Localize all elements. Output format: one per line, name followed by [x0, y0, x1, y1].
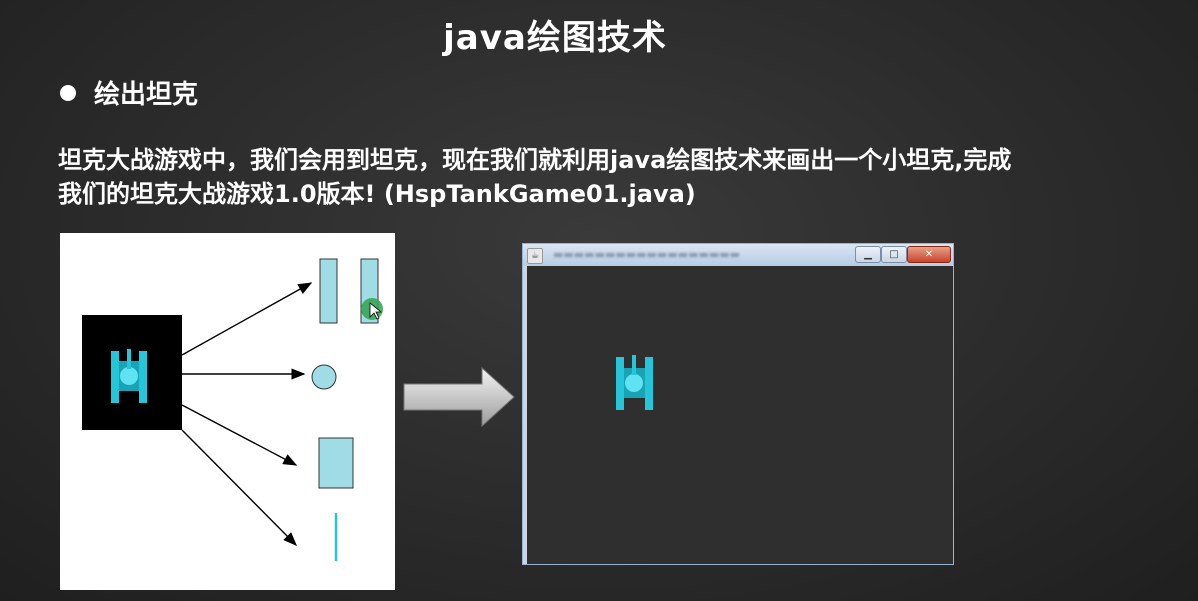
diagram-arrows — [181, 282, 313, 546]
window-title-blurred: ▬▬▬▬▬▬▬▬▬▬▬▬▬▬▬▬▬▬ — [553, 248, 741, 261]
body-rectangle-shape — [318, 437, 354, 489]
arrow-to-wheels — [181, 282, 313, 356]
tank-icon — [111, 349, 147, 403]
maximize-icon[interactable]: □ — [881, 246, 907, 263]
bullet-dot-icon — [60, 84, 76, 101]
tank-sprite-icon — [616, 355, 653, 410]
tank-game-window: ☕ ▬▬▬▬▬▬▬▬▬▬▬▬▬▬▬▬▬▬ ▁ □ ✕ — [522, 243, 954, 565]
bullet-text: 绘出坦克 — [94, 80, 199, 110]
turret-circle-shape — [311, 364, 337, 390]
big-arrow-icon — [403, 366, 515, 428]
left-wheel-shape — [319, 258, 338, 324]
slide-title: java绘图技术 — [443, 18, 667, 58]
game-canvas-svg — [616, 355, 653, 410]
minimize-icon[interactable]: ▁ — [855, 246, 881, 263]
description-line-2: 我们的坦克大战游戏1.0版本! (HspTankGame01.java) — [58, 180, 696, 208]
window-left-border — [523, 266, 527, 564]
java-app-icon[interactable]: ☕ — [527, 248, 543, 264]
diagram-canvas — [82, 258, 383, 561]
tank-decomposition-diagram — [60, 233, 395, 590]
arrow-to-body — [181, 404, 298, 466]
bullet-item: 绘出坦克 — [60, 74, 198, 111]
description-line-1: 坦克大战游戏中，我们会用到坦克，现在我们就利用java绘图技术来画出一个小坦克,… — [58, 146, 1012, 174]
mouse-cursor-icon — [369, 302, 383, 320]
close-icon[interactable]: ✕ — [907, 246, 951, 263]
game-canvas[interactable] — [527, 266, 953, 564]
arrow-to-barrel — [181, 429, 297, 546]
window-titlebar[interactable]: ☕ ▬▬▬▬▬▬▬▬▬▬▬▬▬▬▬▬▬▬ ▁ □ ✕ — [523, 244, 953, 266]
slide-description: 坦克大战游戏中，我们会用到坦克，现在我们就利用java绘图技术来画出一个小坦克,… — [58, 143, 1188, 211]
